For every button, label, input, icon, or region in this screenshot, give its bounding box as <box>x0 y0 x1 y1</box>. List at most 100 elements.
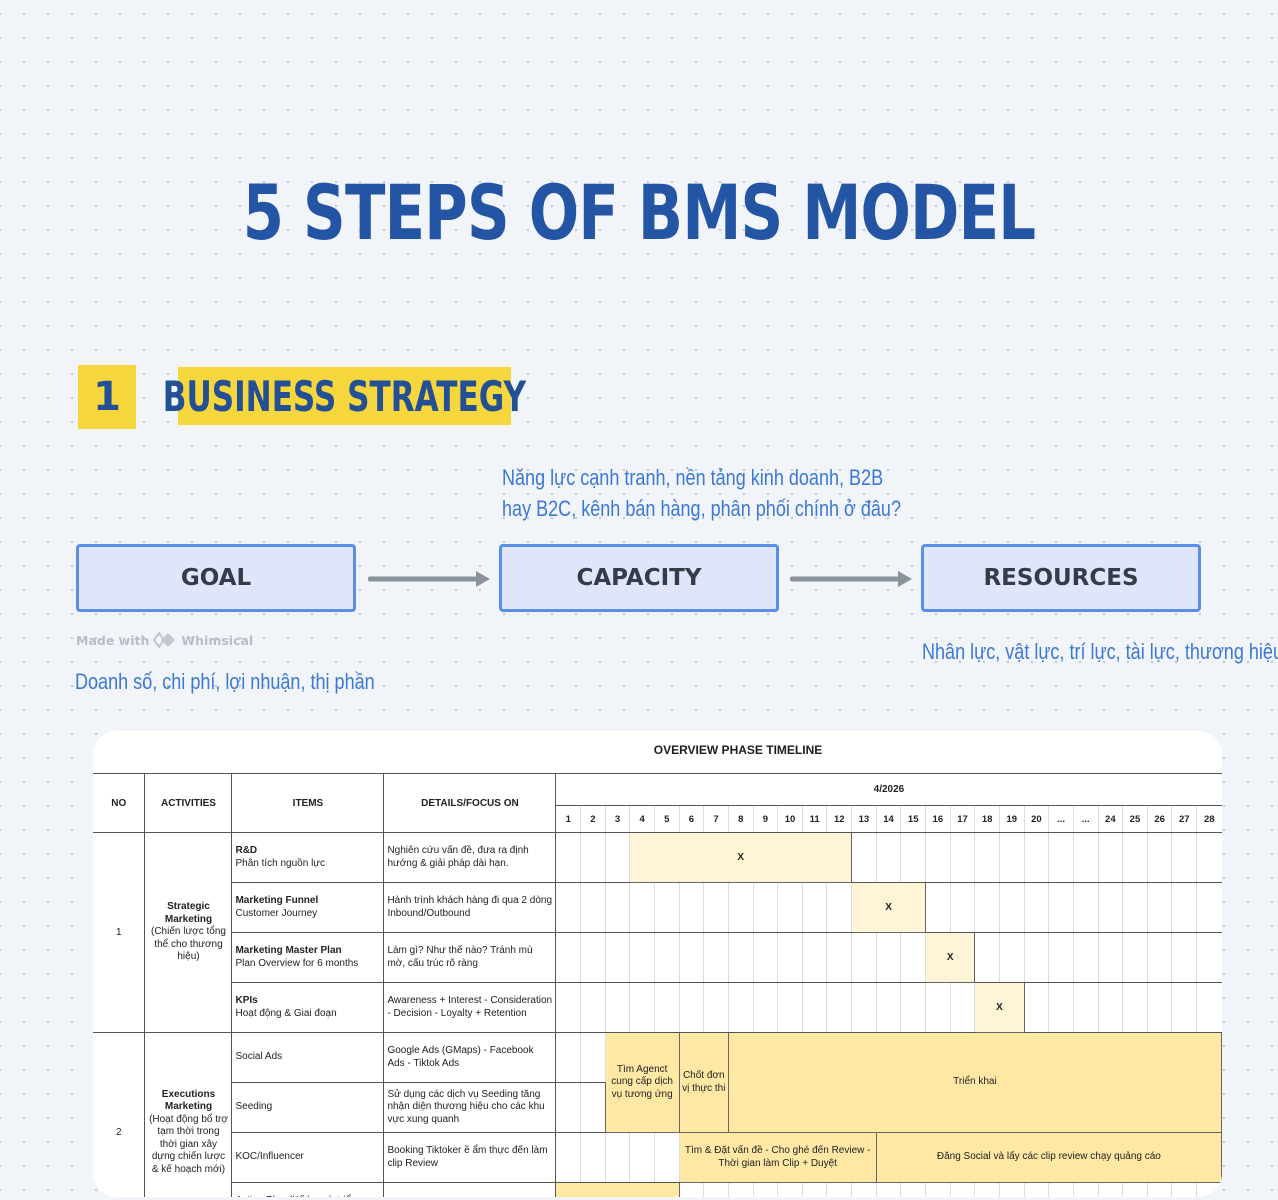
day-header-cell: 14 <box>875 805 902 833</box>
timeline-empty-cell <box>1146 882 1173 933</box>
day-header-cell: 24 <box>1097 805 1124 833</box>
goal-label: GOAL <box>180 565 252 591</box>
day-header-cell: 27 <box>1171 805 1198 833</box>
details-cell: Nghiên cứu vấn đề, đưa ra định hướng & g… <box>383 832 557 883</box>
timeline-empty-cell <box>653 1132 680 1183</box>
goal-box[interactable]: GOAL <box>76 544 356 612</box>
capacity-box[interactable]: CAPACITY <box>499 544 779 612</box>
item-subtitle: Customer Journey <box>235 907 318 919</box>
timeline-empty-cell <box>949 1182 976 1197</box>
timeline-empty-cell <box>604 982 631 1033</box>
timeline-empty-cell <box>1097 832 1124 883</box>
details-cell: Làm gì? Như thế nào? Tránh mù mờ, cấu tr… <box>383 932 557 983</box>
item-cell: Seeding <box>231 1082 385 1133</box>
timeline-empty-cell <box>1072 1182 1099 1197</box>
timeline-bar[interactable]: Triển khai <box>727 1032 1222 1133</box>
timeline-empty-cell <box>925 832 951 883</box>
timeline-empty-cell <box>604 1132 631 1183</box>
timeline-empty-cell <box>604 832 631 883</box>
timeline-bar[interactable]: X <box>974 982 1025 1033</box>
timeline-empty-cell <box>998 932 1025 983</box>
day-header-cell: ... <box>1072 805 1099 833</box>
timeline-empty-cell <box>703 932 729 983</box>
timeline-empty-cell <box>1072 832 1099 883</box>
timeline-bar[interactable]: Đăng Social và lấy các clip review chạy … <box>875 1132 1222 1183</box>
timeline-empty-cell <box>875 932 902 983</box>
day-header-cell: 1 <box>555 805 582 833</box>
page-title: 5 STEPS OF BMS MODEL <box>242 168 1036 257</box>
details-cell: Awareness + Interest - Consideration - D… <box>383 982 557 1033</box>
watermark: Made with Whimsical <box>76 632 253 648</box>
timeline-bar-label: Chốt đơn vị thực thi <box>682 1070 726 1094</box>
timeline-empty-cell <box>580 882 606 933</box>
item-title: Action Plan (Kế hoạch triển khai) <box>235 1195 356 1197</box>
timeline-empty-cell <box>949 982 976 1033</box>
timeline-empty-cell <box>580 1032 606 1083</box>
timeline-empty-cell <box>777 1182 803 1197</box>
timeline-empty-cell <box>678 1182 705 1197</box>
timeline-bar-label: X <box>737 852 745 863</box>
timeline-empty-cell <box>604 932 631 983</box>
activity-cell: Strategic Marketing(Chiến lược tổng thể … <box>144 832 233 1033</box>
resources-box[interactable]: RESOURCES <box>921 544 1201 612</box>
timeline-bar[interactable]: X <box>851 882 927 933</box>
timeline-card: OVERVIEW PHASE TIMELINE NO ACTIVITIES IT… <box>93 731 1222 1197</box>
timeline-empty-cell <box>925 1182 951 1197</box>
timeline-empty-cell <box>580 832 606 883</box>
timeline-empty-cell <box>875 832 902 883</box>
timeline-empty-cell <box>1146 982 1173 1033</box>
timeline-empty-cell <box>1048 982 1074 1033</box>
timeline-empty-cell <box>925 982 951 1033</box>
item-subtitle: Plan Overview for 6 months <box>235 957 359 969</box>
day-header-cell: 4 <box>629 805 655 833</box>
timeline-bar[interactable]: X <box>925 932 976 983</box>
header-items: ITEMS <box>231 773 385 833</box>
timeline-bar-label: Tìm & Đặt vấn đề - Cho ghé đến Review - … <box>684 1145 871 1169</box>
timeline-bar[interactable]: Tìm Agenct cung cấp dịch vụ tương ứng <box>604 1032 680 1133</box>
day-header-cell: 18 <box>974 805 1000 833</box>
timeline-empty-cell <box>826 982 853 1033</box>
activity-subtitle: (Chiến lược tổng thể cho thương hiệu) <box>151 926 226 963</box>
item-title: Marketing Master Plan <box>235 945 342 956</box>
timeline-empty-cell <box>851 932 877 983</box>
timeline-empty-cell <box>1122 882 1148 933</box>
timeline-empty-cell <box>703 882 729 933</box>
timeline-empty-cell <box>727 982 754 1033</box>
resources-label: RESOURCES <box>983 565 1139 591</box>
timeline-bar[interactable]: X <box>555 1182 680 1197</box>
timeline-empty-cell <box>1171 982 1198 1033</box>
timeline-bar-label: Tìm Agenct cung cấp dịch vụ tương ứng <box>611 1063 673 1100</box>
timeline-empty-cell <box>1146 832 1173 883</box>
timeline-empty-cell <box>1072 882 1099 933</box>
details-cell: Hành trình khách hàng đi qua 2 dòng Inbo… <box>383 882 557 933</box>
timeline-empty-cell <box>629 1132 655 1183</box>
timeline-empty-cell <box>777 932 803 983</box>
timeline-empty-cell <box>777 882 803 933</box>
timeline-bar[interactable]: X <box>629 832 853 883</box>
activity-subtitle: (Hoạt động bổ trợ tạm thời trong thời gi… <box>149 1113 228 1175</box>
timeline-empty-cell <box>555 1082 582 1133</box>
timeline-bar[interactable]: Tìm & Đặt vấn đề - Cho ghé đến Review - … <box>678 1132 877 1183</box>
timeline-empty-cell <box>1122 832 1148 883</box>
timeline-empty-cell <box>580 1132 606 1183</box>
timeline-empty-cell <box>875 1182 902 1197</box>
timeline-empty-cell <box>653 932 680 983</box>
timeline-empty-cell <box>555 1132 582 1183</box>
timeline-empty-cell <box>727 882 754 933</box>
timeline-empty-cell <box>1023 1182 1050 1197</box>
day-header-cell: 8 <box>727 805 754 833</box>
timeline-bar[interactable]: Chốt đơn vị thực thi <box>678 1032 729 1133</box>
details-cell: 3 tháng cho 3 hoạt động phía trên <box>383 1182 557 1197</box>
item-title: KOC/Influencer <box>235 1151 304 1163</box>
timeline-empty-cell <box>998 1182 1025 1197</box>
timeline-empty-cell <box>801 932 828 983</box>
goal-note: Doanh số, chi phí, lợi nhuận, thị phần <box>75 669 375 694</box>
row-number: 1 <box>93 832 146 1033</box>
timeline-empty-cell <box>974 832 1000 883</box>
timeline-empty-cell <box>1023 982 1050 1033</box>
arrow-right-icon <box>368 571 490 587</box>
